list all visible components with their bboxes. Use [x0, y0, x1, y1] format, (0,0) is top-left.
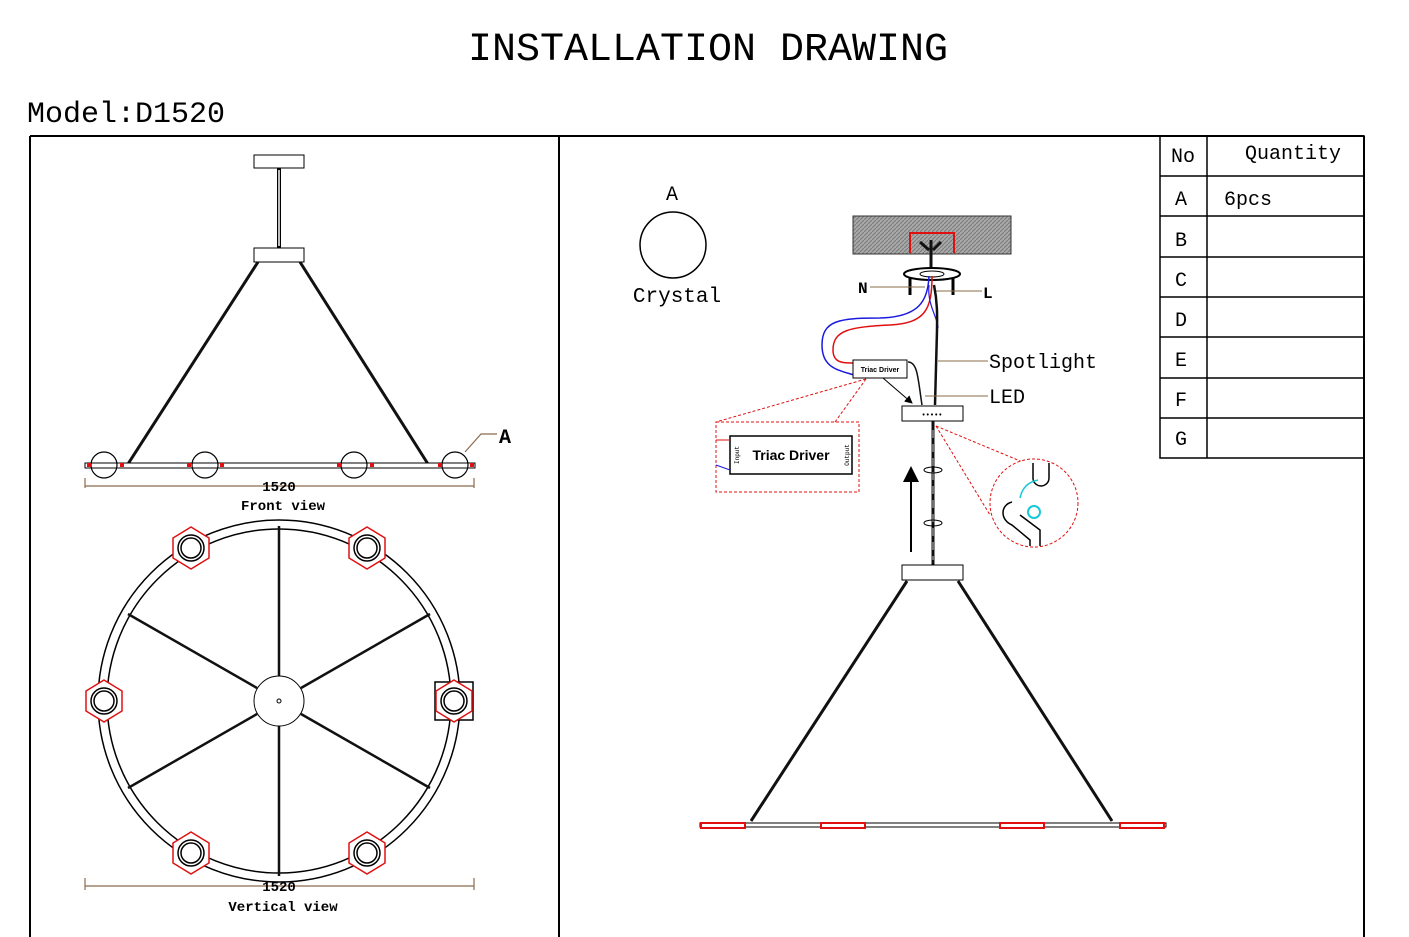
- front-view-caption: Front view: [241, 499, 326, 515]
- row-no: B: [1175, 230, 1187, 253]
- hub: [253, 247, 305, 263]
- front-dimension: 1520: [262, 480, 296, 496]
- ring-bar-install: [699, 822, 1167, 828]
- callout-a: A: [499, 427, 511, 450]
- led-label: LED: [989, 387, 1025, 410]
- vertical-view-caption: Vertical view: [228, 900, 338, 916]
- ring-bar: [84, 462, 476, 469]
- crystals-top: [85, 526, 474, 875]
- driver-input-label: Input: [734, 446, 741, 464]
- triac-driver-large-label: Triac Driver: [752, 447, 830, 463]
- connector-detail: [989, 458, 1079, 548]
- header-no: No: [1171, 146, 1195, 169]
- vertical-view: 1520 Vertical view: [84, 519, 475, 916]
- front-view: A 1520 Front view: [84, 154, 511, 515]
- canopy: [253, 154, 305, 169]
- triac-driver-small: [852, 359, 908, 379]
- live-wire: [832, 275, 933, 364]
- install-diagram: A Crystal N L Triac Driver Spotlight LED…: [633, 184, 1167, 829]
- row-qty: 6pcs: [1224, 189, 1272, 212]
- hub-install: [901, 564, 964, 581]
- svg-text:•••••: •••••: [921, 412, 942, 420]
- spotlight-label: Spotlight: [989, 352, 1097, 375]
- crystal-letter: A: [666, 184, 678, 207]
- crystal-icon: [639, 211, 707, 279]
- crystal-label: Crystal: [633, 286, 721, 309]
- drawing-title: INSTALLATION DRAWING: [468, 28, 948, 73]
- row-no: D: [1175, 310, 1187, 333]
- neutral-wire: [821, 275, 930, 376]
- row-no: A: [1175, 189, 1187, 212]
- parts-table: No Quantity A 6pcs B C D E F G: [1159, 135, 1365, 459]
- model-label: Model:D1520: [27, 98, 225, 132]
- driver-detail-box: [715, 421, 860, 493]
- triac-driver-large: [729, 435, 853, 475]
- dimension-line: [84, 478, 475, 488]
- triac-driver-small-label: Triac Driver: [861, 367, 900, 374]
- neutral-label: N: [858, 280, 868, 298]
- row-no: C: [1175, 270, 1187, 293]
- header-quantity: Quantity: [1245, 143, 1341, 166]
- row-no: E: [1175, 350, 1187, 373]
- row-no: G: [1175, 429, 1187, 452]
- vertical-dimension: 1520: [262, 880, 296, 896]
- row-no: F: [1175, 390, 1187, 413]
- driver-output-label: Output: [844, 444, 851, 466]
- live-label: L: [983, 285, 993, 303]
